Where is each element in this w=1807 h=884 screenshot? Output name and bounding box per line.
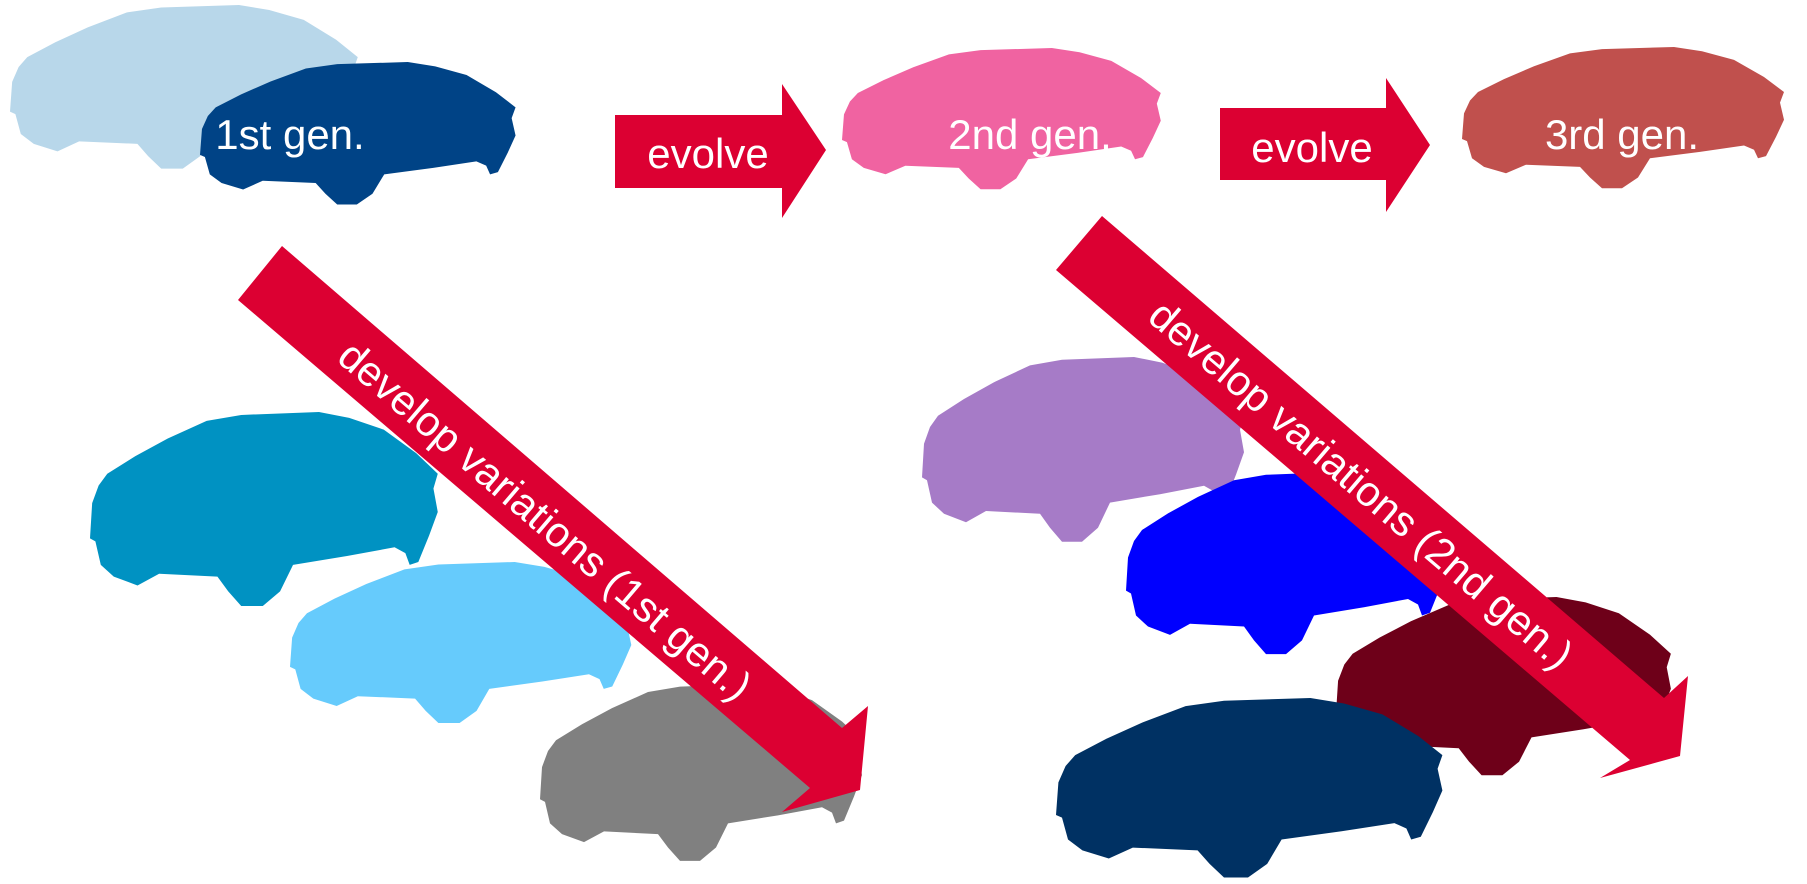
right-arrow-icon [1220, 78, 1430, 212]
evolve-label-1: evolve [647, 130, 768, 177]
evolve-arrow-1: evolve [615, 84, 826, 218]
gen3-label: 3rd gen. [1545, 111, 1699, 158]
gen2-label: 2nd gen. [948, 111, 1112, 158]
evolve-label-2: evolve [1251, 124, 1372, 171]
diagonal-arrow-icon [238, 246, 868, 812]
evolve-arrow-2: evolve [1220, 78, 1430, 212]
car-silhouette-icon [1056, 698, 1443, 878]
diagonal-arrow-icon [1056, 216, 1688, 778]
variation-2-car-d [1056, 698, 1443, 878]
right-arrow-icon [615, 84, 826, 218]
gen1-label: 1st gen. [215, 111, 364, 158]
